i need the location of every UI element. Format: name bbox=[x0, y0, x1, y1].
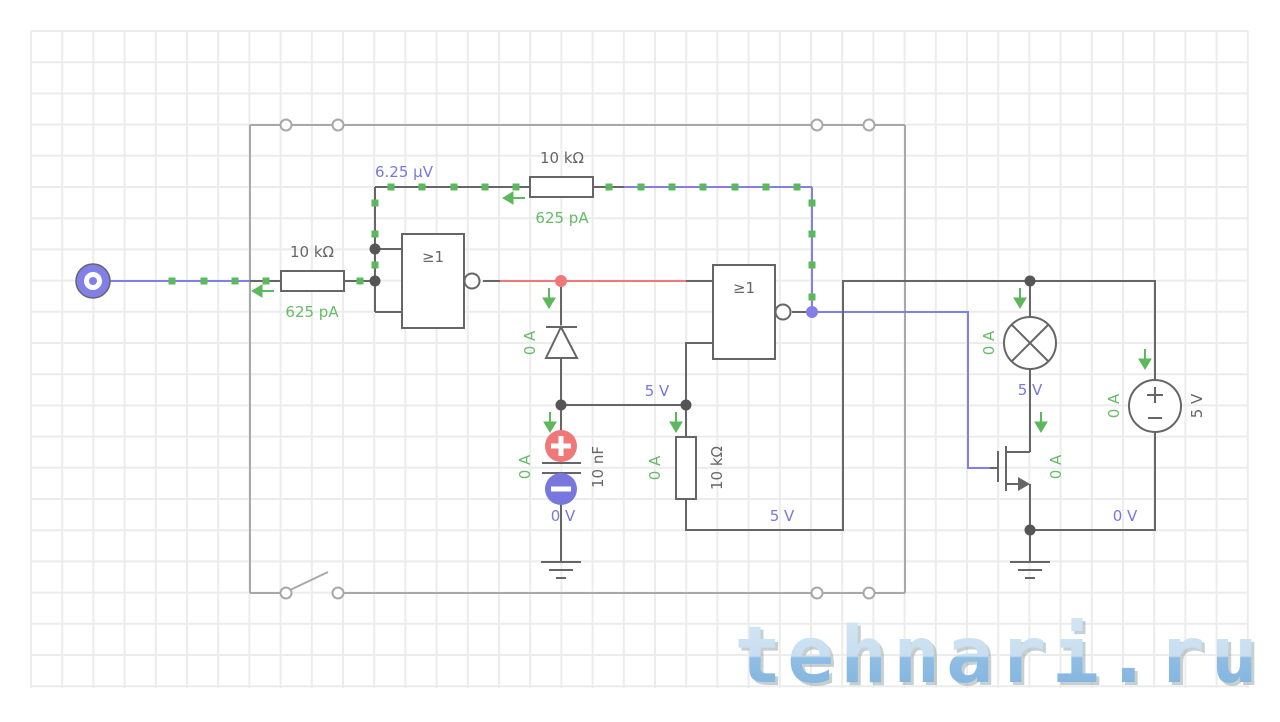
arrow-down-icon bbox=[543, 412, 557, 433]
current-dot bbox=[637, 183, 645, 191]
current-dot bbox=[481, 183, 489, 191]
arrow-down-icon bbox=[1034, 412, 1048, 433]
current-dot bbox=[387, 183, 395, 191]
current-dot bbox=[418, 183, 426, 191]
enclosure-frame bbox=[249, 124, 906, 594]
switch-top-left[interactable] bbox=[279, 118, 345, 132]
current-dot bbox=[231, 277, 239, 285]
wire-gate-drive bbox=[812, 311, 990, 469]
mosfet[interactable] bbox=[990, 446, 1031, 491]
dc-source-current: 0 A bbox=[1105, 393, 1123, 418]
grid-background bbox=[30, 30, 1249, 688]
resistor-input[interactable] bbox=[280, 270, 345, 292]
current-dot bbox=[793, 183, 801, 191]
dc-source-value: 5 V bbox=[1188, 393, 1206, 418]
capacitor-voltage: 0 V bbox=[551, 507, 576, 525]
arrow-down-icon bbox=[542, 288, 556, 309]
diode-current: 0 A bbox=[521, 330, 539, 355]
capacitor-current: 0 A bbox=[516, 454, 534, 479]
current-dot bbox=[605, 183, 613, 191]
current-dot bbox=[512, 183, 520, 191]
capacitor[interactable] bbox=[542, 430, 581, 505]
lamp[interactable] bbox=[1003, 316, 1057, 370]
ground-rail-voltage: 0 V bbox=[1113, 507, 1138, 525]
resistor-feedback-value: 10 kΩ bbox=[540, 149, 584, 167]
arrow-down-icon bbox=[1013, 288, 1027, 309]
resistor-timing-value: 10 kΩ bbox=[708, 446, 726, 490]
gate2-symbol: ≥1 bbox=[733, 279, 755, 297]
dc-voltage-source[interactable] bbox=[1128, 379, 1182, 433]
junction-node bbox=[1024, 275, 1036, 287]
current-dot bbox=[808, 230, 816, 238]
resistor-input-current: 625 pA bbox=[285, 303, 339, 321]
junction-node bbox=[680, 399, 692, 411]
watermark-shadow: tehnari.ru bbox=[737, 614, 1267, 704]
current-dot bbox=[356, 277, 364, 285]
junction-node-signal bbox=[806, 306, 818, 318]
resistor-timing[interactable] bbox=[675, 436, 697, 500]
resistor-input-value: 10 kΩ bbox=[290, 243, 334, 261]
lamp-voltage: 5 V bbox=[1018, 381, 1043, 399]
resistor-feedback[interactable] bbox=[529, 176, 594, 198]
feedback-node-voltage: 6.25 µV bbox=[375, 163, 434, 181]
resistor-feedback-current: 625 pA bbox=[535, 209, 589, 227]
arrow-down-icon bbox=[669, 412, 683, 433]
arrow-left-icon bbox=[251, 284, 274, 298]
current-dot bbox=[371, 199, 379, 207]
current-dot bbox=[808, 261, 816, 269]
bottom-wire-voltage: 5 V bbox=[770, 507, 795, 525]
switch-bottom-left[interactable] bbox=[279, 571, 345, 600]
lamp-current: 0 A bbox=[980, 330, 998, 355]
resistor-timing-current: 0 A bbox=[646, 455, 664, 480]
current-dot bbox=[262, 277, 270, 285]
switch-bottom-right[interactable] bbox=[810, 586, 876, 600]
switch-top-right[interactable] bbox=[810, 118, 876, 132]
junction-node bbox=[369, 243, 381, 255]
current-dot bbox=[699, 183, 707, 191]
junction-node bbox=[555, 399, 567, 411]
current-dot bbox=[200, 277, 208, 285]
current-dot bbox=[371, 261, 379, 269]
ground-icon bbox=[541, 561, 581, 579]
gate1-symbol: ≥1 bbox=[422, 248, 444, 266]
current-dot bbox=[450, 183, 458, 191]
nor-gate-1[interactable] bbox=[401, 233, 481, 329]
nor-gate-2[interactable] bbox=[712, 264, 792, 360]
current-dot bbox=[371, 230, 379, 238]
current-dot bbox=[168, 277, 176, 285]
diode[interactable] bbox=[544, 324, 579, 359]
timing-node-voltage: 5 V bbox=[645, 382, 670, 400]
input-source[interactable] bbox=[75, 263, 111, 299]
junction-node bbox=[369, 275, 381, 287]
wires bbox=[110, 186, 1156, 562]
arrow-left-icon bbox=[502, 191, 525, 205]
current-dot bbox=[808, 199, 816, 207]
watermark: tehnari.ru bbox=[734, 611, 1264, 701]
current-dot bbox=[762, 183, 770, 191]
current-dot bbox=[808, 293, 816, 301]
current-dot bbox=[731, 183, 739, 191]
mosfet-current: 0 A bbox=[1047, 454, 1065, 479]
current-dot bbox=[668, 183, 676, 191]
junction-node-high bbox=[555, 275, 567, 287]
capacitor-value: 10 nF bbox=[589, 446, 607, 488]
arrow-down-icon bbox=[1138, 349, 1152, 370]
junction-node bbox=[1024, 524, 1036, 536]
ground-icon bbox=[1010, 561, 1050, 579]
